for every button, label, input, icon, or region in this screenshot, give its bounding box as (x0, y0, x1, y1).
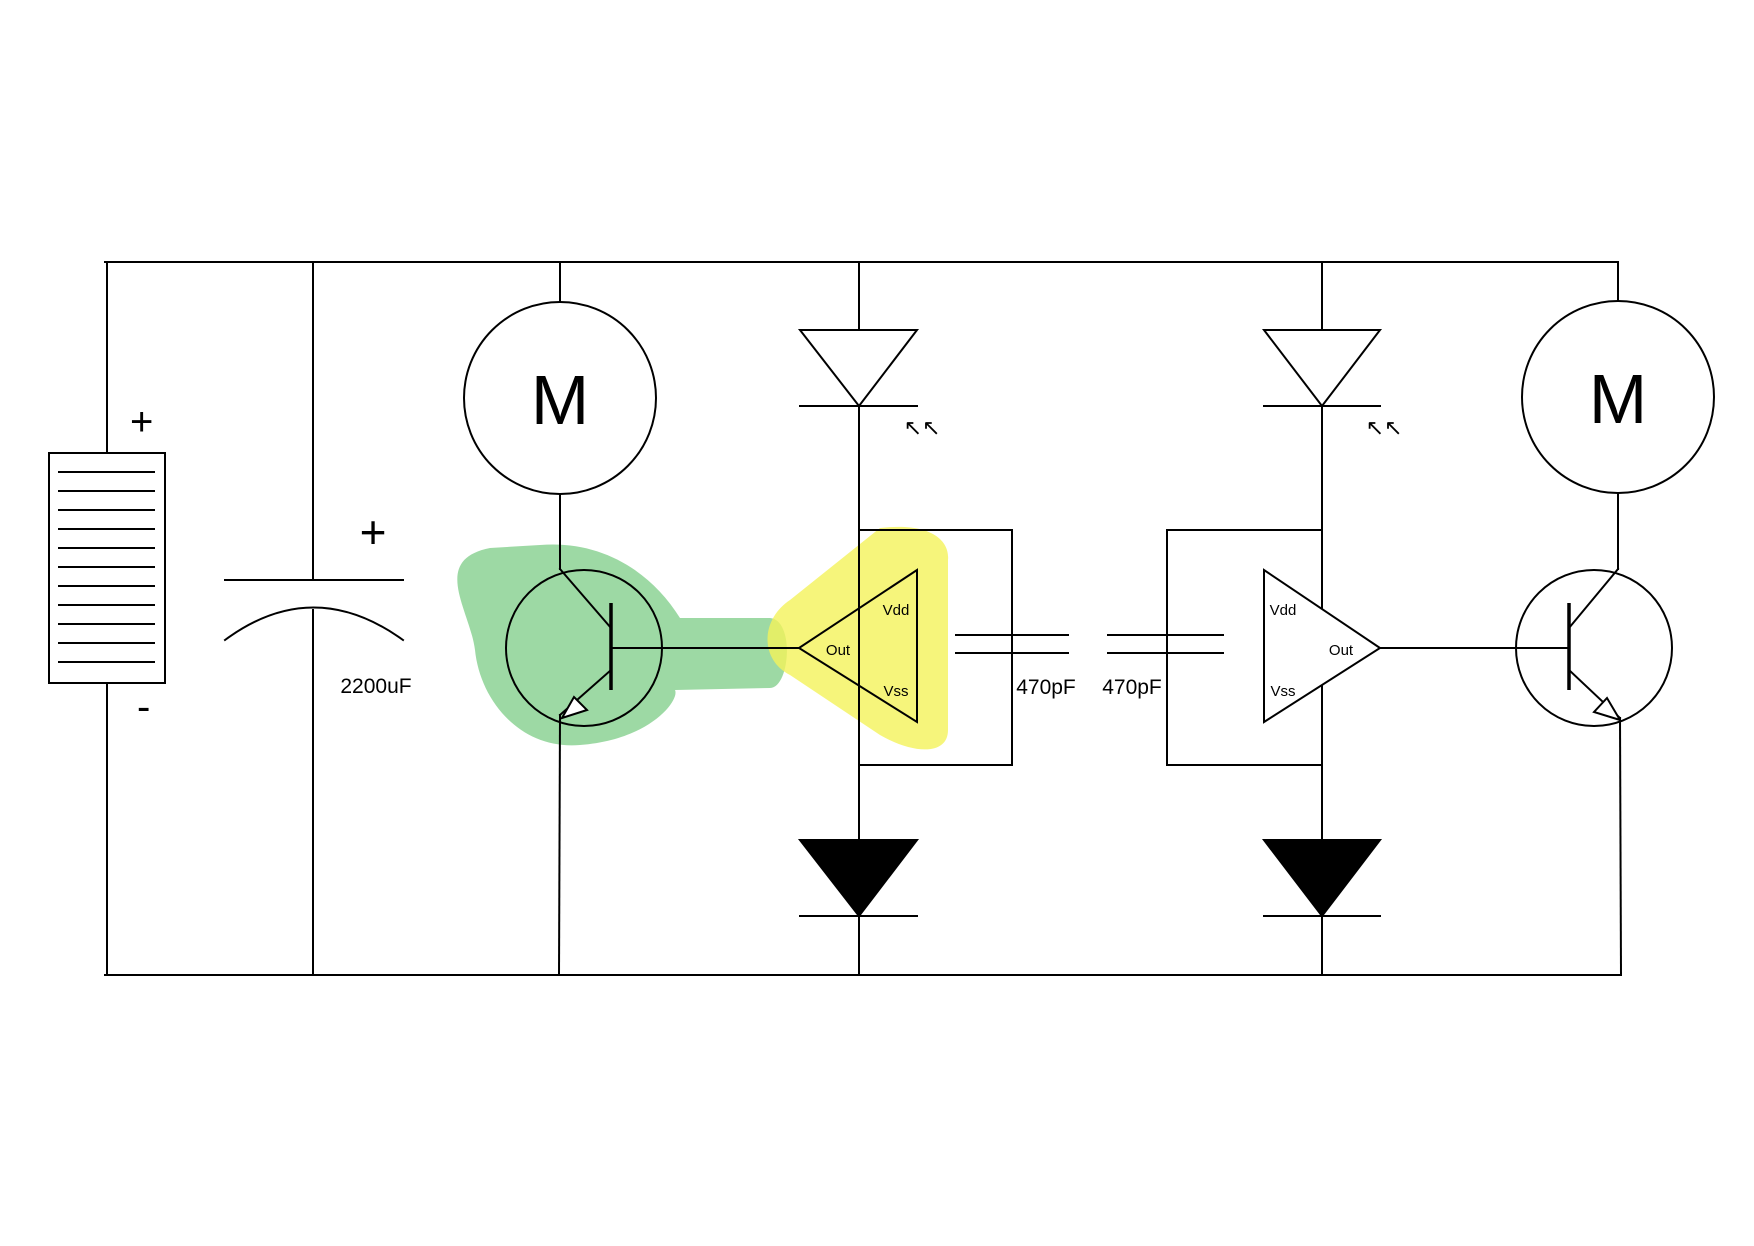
transistor-right (1515, 567, 1673, 977)
zener-diode-left (797, 839, 920, 976)
ceramic-capacitor-right: 470pF (1102, 634, 1224, 699)
highlight-transistor-left (457, 544, 787, 746)
ic-right-vss-label: Vss (1270, 683, 1295, 700)
zener-diode-right (1261, 839, 1383, 976)
ic-left-out-label: Out (826, 642, 851, 659)
capacitor-value-label: 2200uF (340, 675, 411, 698)
battery-minus-label: - (137, 685, 150, 729)
motor-right: M (1521, 261, 1715, 570)
battery: + - (48, 261, 166, 976)
highlight-ic-left (767, 526, 949, 750)
ceramic-capacitor-left-label: 470pF (1016, 676, 1076, 699)
motor-right-label: M (1589, 360, 1647, 438)
photodiode-right: ↖↖ (1261, 261, 1403, 841)
ic-right-vdd-label: Vdd (1270, 602, 1297, 619)
ceramic-capacitor-left: 470pF (955, 634, 1076, 699)
transistor-left (505, 567, 800, 977)
ic-right-out-label: Out (1329, 642, 1354, 659)
motor-left-label: M (531, 361, 589, 439)
electrolytic-capacitor: + 2200uF (223, 261, 412, 976)
battery-plus-label: + (130, 400, 153, 444)
ic-left: Vdd Out Vss (797, 529, 1013, 766)
ceramic-capacitor-right-label: 470pF (1102, 676, 1162, 699)
ic-left-vdd-label: Vdd (883, 602, 910, 619)
photodiode-left: ↖↖ (797, 261, 941, 841)
photodiode-left-arrows-icon: ↖↖ (904, 415, 941, 440)
motor-left: M (463, 261, 657, 570)
ic-left-vss-label: Vss (883, 683, 908, 700)
capacitor-polarity-label: + (360, 506, 387, 558)
photodiode-right-arrows-icon: ↖↖ (1366, 415, 1403, 440)
ic-right: Vdd Out Vss (1166, 529, 1570, 766)
